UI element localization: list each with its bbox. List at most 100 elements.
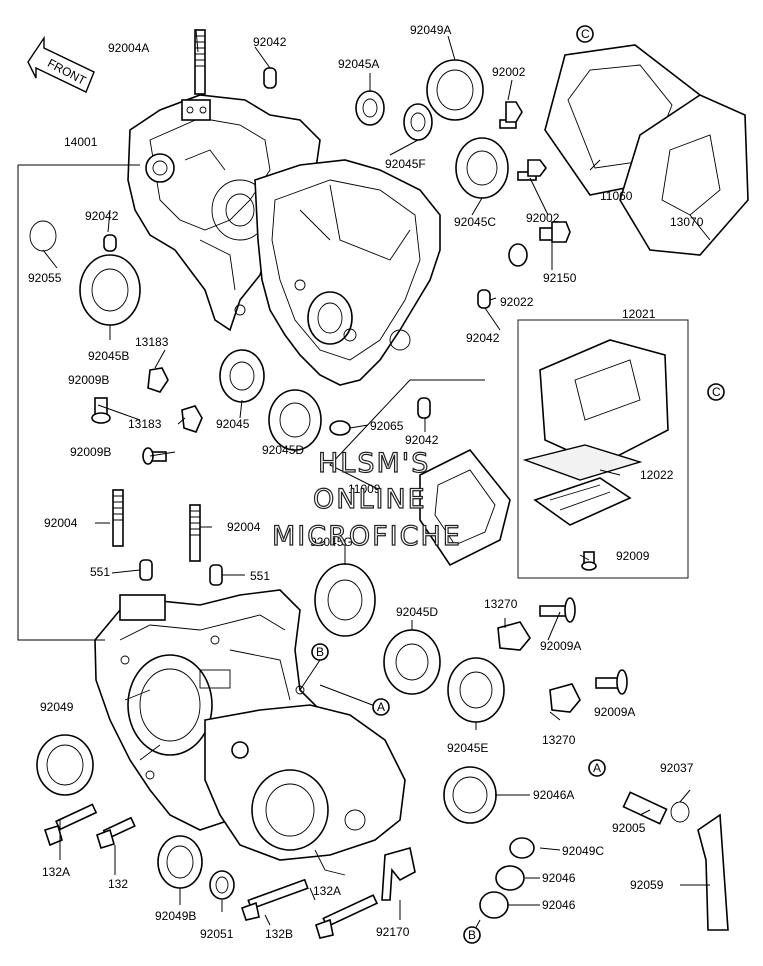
dowel-92042-mid	[417, 397, 431, 419]
label-92045D: 92045D	[262, 443, 304, 457]
bearing-92045A	[355, 90, 385, 126]
label-92049: 92049	[40, 700, 74, 714]
label-92055: 92055	[28, 271, 62, 285]
oring-92055	[29, 220, 57, 252]
dowel-92042-left	[103, 234, 117, 252]
label-92005: 92005	[612, 821, 646, 835]
bearing-92045C	[455, 137, 509, 199]
label-92009B-a: 92009B	[68, 373, 109, 387]
label-92045G: 92045G	[310, 535, 353, 549]
label-92051: 92051	[200, 927, 234, 941]
label-13270-a: 13270	[484, 597, 518, 611]
front-arrow-icon: FRONT	[27, 35, 95, 93]
seal-92049A	[426, 59, 484, 121]
cap-92049C	[509, 837, 535, 859]
bearing-92045F	[403, 103, 433, 141]
label-92045: 92045	[216, 417, 250, 431]
label-92049B: 92049B	[155, 909, 196, 923]
fitting-92005	[622, 791, 668, 825]
label-92045F: 92045F	[385, 157, 426, 171]
stud-92004-a	[112, 489, 124, 547]
right-crankcase-half	[254, 159, 441, 386]
bolt-92009B-b	[142, 447, 167, 465]
callout-c-top: C	[576, 25, 594, 43]
label-92009B-b: 92009B	[70, 445, 111, 459]
bearing-92045D	[268, 389, 322, 451]
clamp-92037	[670, 801, 690, 823]
label-92004A: 92004A	[108, 41, 149, 55]
bolt-92009A-a	[539, 597, 576, 623]
watermark-line-2: ONLINE	[313, 484, 427, 515]
plate-13183-a	[147, 367, 169, 393]
hose-92059	[697, 813, 729, 931]
label-92046A: 92046A	[533, 788, 574, 802]
callout-a-mid: A	[372, 698, 390, 716]
label-92045D-b: 92045D	[396, 605, 438, 619]
label-92042-d: 92042	[405, 433, 439, 447]
bearing-92045E	[447, 657, 505, 723]
seal-92049	[36, 734, 94, 796]
label-13183-b: 13183	[128, 417, 162, 431]
dowel-92042-top	[263, 67, 277, 89]
lower-right-crankcase-cover	[204, 704, 406, 876]
bolt-92009B-a	[91, 397, 111, 424]
cover-13070	[619, 94, 749, 256]
bolt-92002-b	[517, 159, 547, 181]
label-92037: 92037	[660, 761, 694, 775]
bolt-132	[96, 816, 136, 849]
svg-text:C: C	[581, 27, 590, 41]
callout-a-right: A	[588, 759, 606, 777]
pin-551-b	[209, 564, 223, 586]
label-13183-a: 13183	[135, 335, 169, 349]
svg-text:C: C	[712, 385, 721, 399]
label-132B: 132B	[265, 927, 293, 941]
label-92045B: 92045B	[88, 349, 129, 363]
bolt-92009	[581, 551, 597, 571]
label-92022: 92022	[500, 295, 534, 309]
pin-551-a	[139, 559, 153, 581]
label-92170: 92170	[376, 925, 410, 939]
seal-92046A	[443, 766, 497, 824]
label-92045C: 92045C	[454, 215, 496, 229]
label-12022: 12022	[640, 468, 674, 482]
seal-92065	[329, 420, 351, 436]
callout-b-bottom: B	[463, 926, 481, 944]
watermark-line-3: MICROFICHE	[272, 521, 462, 552]
seal-92049B	[157, 835, 203, 889]
label-92042-c: 92042	[466, 331, 500, 345]
stud-92004A	[194, 29, 206, 95]
label-92009: 92009	[616, 549, 650, 563]
label-92004-b: 92004	[227, 520, 261, 534]
stud-92004-b	[189, 504, 201, 562]
label-92009A-a: 92009A	[540, 639, 581, 653]
bolt-132B	[240, 878, 309, 921]
label-92002-a: 92002	[492, 65, 526, 79]
label-12021: 12021	[622, 307, 656, 321]
label-92009A-b: 92009A	[594, 705, 635, 719]
label-92049A: 92049A	[410, 23, 451, 37]
bolt-92002-a	[499, 101, 523, 129]
plate-13270-a	[497, 621, 531, 651]
bolt-132A	[43, 803, 98, 847]
label-92049C: 92049C	[562, 844, 604, 858]
label-92045E: 92045E	[447, 741, 488, 755]
bearing-92045G	[314, 563, 376, 637]
callout-b-top: B	[311, 643, 329, 661]
svg-text:B: B	[468, 928, 476, 942]
label-11060: 11060	[600, 189, 633, 203]
svg-text:A: A	[593, 761, 601, 775]
label-132: 132	[108, 877, 128, 891]
cap-92046-b	[479, 891, 509, 919]
label-92042-b: 92042	[85, 209, 119, 223]
dowel-92042-right	[477, 289, 491, 309]
bolt-132A-lower	[315, 894, 379, 939]
label-92002-b: 92002	[526, 211, 560, 225]
clamp-92170	[381, 846, 416, 901]
label-92045A: 92045A	[338, 57, 379, 71]
watermark: HLSM'S ONLINE MICROFICHE	[271, 447, 462, 552]
watermark-line-1: HLSM'S	[318, 448, 430, 479]
label-551-a: 551	[90, 565, 110, 579]
label-13070: 13070	[670, 215, 704, 229]
